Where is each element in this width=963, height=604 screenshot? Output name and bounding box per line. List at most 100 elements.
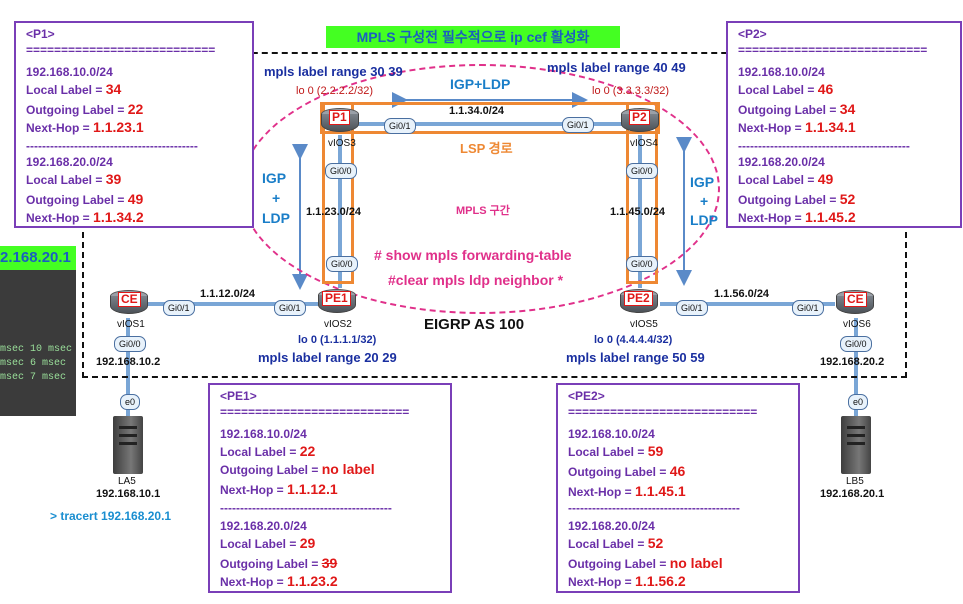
outgoing-label-key: Outgoing Label =	[220, 557, 319, 571]
box-title: <PE2>	[568, 389, 605, 403]
node-name-pe2: vIOS5	[630, 319, 658, 330]
box-separator: ===========================	[568, 405, 758, 419]
iface-la5-e0: e0	[120, 394, 141, 410]
ce1-ip: 192.168.10.2	[96, 356, 161, 368]
outgoing-label-value: 52	[839, 191, 856, 207]
box-divider: ----------------------------------------…	[738, 139, 910, 153]
local-label-key: Local Label =	[26, 83, 103, 97]
iface-pe1-gi01: Gi0/1	[274, 300, 306, 316]
router-pe2[interactable]: PE2	[620, 289, 658, 315]
outgoing-label-value: 39	[321, 555, 338, 571]
cmd-show-mpls-forwarding: # show mpls forwarding-table	[374, 247, 572, 263]
box-divider: ----------------------------------------…	[26, 139, 198, 153]
iface-ce2-gi01: Gi0/1	[792, 300, 824, 316]
iface-ce1-gi01: Gi0/1	[163, 300, 195, 316]
igp-left-1: IGP	[262, 170, 287, 186]
terminal-window: 2.168.20.1 msec 10 msec msec 6 msec msec…	[0, 246, 76, 416]
local-label-value: 39	[105, 171, 122, 187]
box-separator: ===========================	[26, 43, 216, 57]
route-prefix: 192.168.10.0/24	[26, 65, 113, 79]
p2-label-box: <P2> =========================== 192.168…	[726, 21, 962, 228]
router-tag: PE1	[322, 291, 351, 306]
box-title: <P1>	[26, 27, 55, 41]
diagram-title: MPLS 구성전 필수적으로 ip cef 활성화	[326, 26, 620, 48]
server-la5-icon[interactable]	[113, 416, 143, 474]
local-label-value: 49	[817, 171, 834, 187]
box-separator: ===========================	[738, 43, 928, 57]
local-label-value: 29	[299, 535, 316, 551]
next-hop-value: 1.1.45.1	[635, 483, 686, 499]
router-ce1[interactable]: CE	[110, 290, 148, 316]
terminal-line: msec 6 msec	[0, 358, 67, 369]
local-label-key: Local Label =	[220, 445, 297, 459]
iface-ce2-gi00: Gi0/0	[840, 336, 872, 352]
outgoing-label-key: Outgoing Label =	[26, 103, 125, 117]
outgoing-label-value: no label	[321, 461, 375, 477]
node-name-ce2: vIOS6	[843, 319, 871, 330]
router-p1[interactable]: P1	[321, 108, 359, 134]
node-name-pe1: vIOS2	[324, 319, 352, 330]
local-label-value: 34	[105, 81, 122, 97]
igp-left-2: +	[272, 190, 281, 206]
pe1-loopback: lo 0 (1.1.1.1/32)	[298, 334, 377, 346]
node-name-p2: vIOS4	[630, 138, 658, 149]
network-pe2-ce2: 1.1.56.0/24	[714, 288, 770, 300]
iface-pe1-gi00: Gi0/0	[326, 256, 358, 272]
network-ce1-pe1: 1.1.12.0/24	[200, 288, 256, 300]
p1-label-box: <P1> =========================== 192.168…	[14, 21, 254, 228]
network-p2-pe2: 1.1.45.0/24	[610, 206, 666, 218]
outgoing-label-key: Outgoing Label =	[220, 463, 319, 477]
eigrp-label: EIGRP AS 100	[424, 316, 525, 333]
next-hop-value: 1.1.34.2	[93, 209, 144, 225]
local-label-key: Local Label =	[738, 83, 815, 97]
route-prefix: 192.168.20.0/24	[738, 155, 825, 169]
router-ce2[interactable]: CE	[836, 290, 874, 316]
terminal-header: 2.168.20.1	[0, 246, 76, 270]
network-p1-pe1: 1.1.23.0/24	[306, 206, 362, 218]
router-tag: CE	[118, 292, 141, 307]
next-hop-key: Next-Hop =	[738, 211, 802, 225]
box-divider: ----------------------------------------…	[220, 501, 392, 515]
pe2-loopback: lo 0 (4.4.4.4/32)	[594, 334, 673, 346]
outgoing-label-value: 34	[839, 101, 856, 117]
outgoing-label-value: no label	[669, 555, 723, 571]
igp-right-3: LDP	[690, 212, 718, 228]
node-name-la5: LA5	[118, 476, 136, 487]
local-label-key: Local Label =	[738, 173, 815, 187]
outgoing-label-key: Outgoing Label =	[26, 193, 125, 207]
terminal-line: msec 10 msec	[0, 344, 73, 355]
server-lb5-icon[interactable]	[841, 416, 871, 474]
igp-right-2: +	[700, 193, 709, 209]
router-pe1[interactable]: PE1	[318, 289, 356, 315]
la5-ip: 192.168.10.1	[96, 488, 161, 500]
outgoing-label-key: Outgoing Label =	[738, 193, 837, 207]
next-hop-value: 1.1.34.1	[805, 119, 856, 135]
route-prefix: 192.168.20.0/24	[568, 519, 655, 533]
router-tag: P1	[329, 110, 350, 125]
next-hop-key: Next-Hop =	[26, 211, 90, 225]
pe1-mpls-range: mpls label range 20 29	[258, 350, 397, 365]
route-prefix: 192.168.20.0/24	[26, 155, 113, 169]
iface-p1-gi00: Gi0/0	[325, 163, 357, 179]
next-hop-value: 1.1.23.2	[287, 573, 338, 589]
router-tag: CE	[844, 292, 867, 307]
lsp-path-left	[322, 102, 354, 284]
iface-p2-gi00: Gi0/0	[626, 163, 658, 179]
network-p1-p2: 1.1.34.0/24	[449, 105, 505, 117]
iface-ce1-gi00: Gi0/0	[114, 336, 146, 352]
outgoing-label-key: Outgoing Label =	[568, 465, 667, 479]
outgoing-label-value: 22	[127, 101, 144, 117]
route-prefix: 192.168.20.0/24	[220, 519, 307, 533]
outgoing-label-value: 46	[669, 463, 686, 479]
box-separator: ===========================	[220, 405, 410, 419]
local-label-value: 22	[299, 443, 316, 459]
outgoing-label-key: Outgoing Label =	[738, 103, 837, 117]
local-label-value: 59	[647, 443, 664, 459]
box-divider: ----------------------------------------…	[568, 501, 740, 515]
route-prefix: 192.168.10.0/24	[738, 65, 825, 79]
next-hop-key: Next-Hop =	[568, 485, 632, 499]
igp-ldp-top-label: IGP+LDP	[450, 76, 511, 92]
pe2-mpls-range: mpls label range 50 59	[566, 350, 705, 365]
next-hop-key: Next-Hop =	[220, 483, 284, 497]
router-p2[interactable]: P2	[621, 108, 659, 134]
